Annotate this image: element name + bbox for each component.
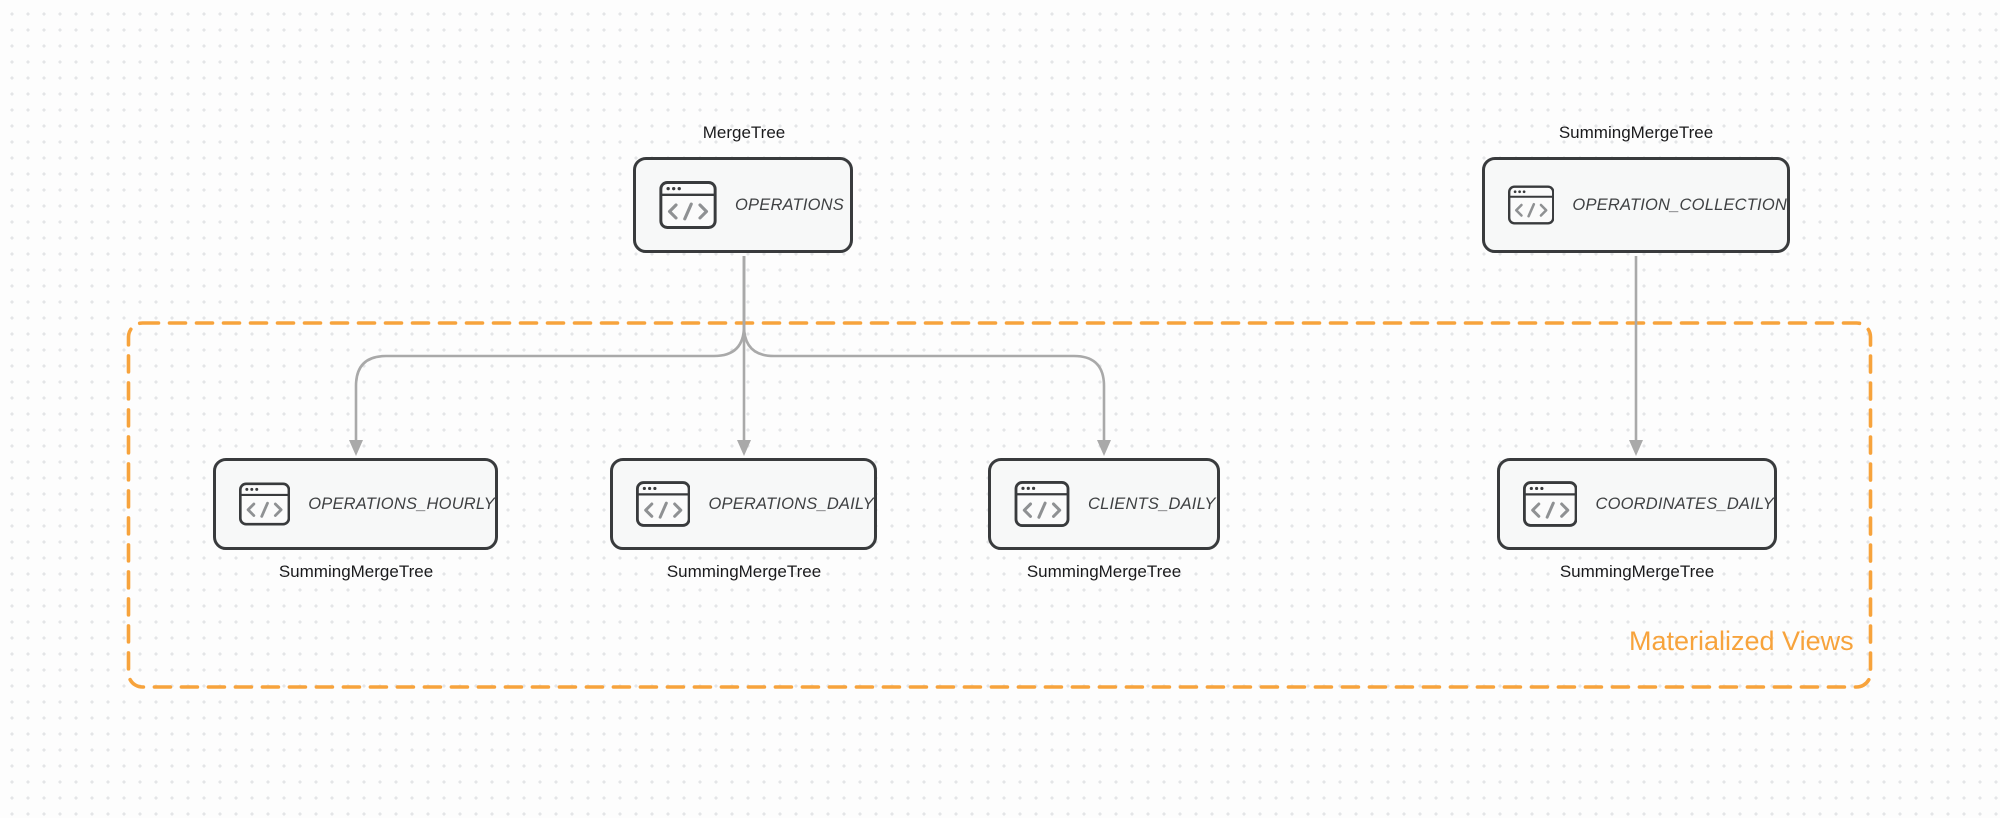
node-coordinates-daily[interactable]: COORDINATES_DAILY	[1497, 458, 1777, 550]
node-clients-daily[interactable]: CLIENTS_DAILY	[988, 458, 1220, 550]
engine-label-operation-collection: SummingMergeTree	[1558, 123, 1714, 142]
node-name: OPERATION_COLLECTION	[1572, 195, 1787, 214]
engine-label-operations-daily: SummingMergeTree	[666, 562, 822, 581]
materialized-views-group-label: Materialized Views	[1629, 626, 1854, 656]
engine-label-clients-daily: SummingMergeTree	[1026, 562, 1182, 581]
edge-operations-to-operations-hourly	[354, 256, 746, 440]
node-operation-collection[interactable]: OPERATION_COLLECTION	[1482, 157, 1790, 253]
materialized-views-group-border	[126, 321, 1873, 689]
code-window-icon	[239, 482, 291, 526]
node-name: COORDINATES_DAILY	[1595, 494, 1774, 513]
code-window-icon	[1523, 481, 1578, 527]
arrowhead-operations-daily	[737, 440, 751, 456]
arrowhead-clients-daily	[1097, 440, 1111, 456]
code-window-icon	[636, 481, 691, 527]
engine-label-operations-hourly: SummingMergeTree	[278, 562, 434, 581]
node-name: OPERATIONS	[735, 195, 844, 214]
arrowhead-coordinates-daily	[1629, 440, 1643, 456]
node-name: CLIENTS_DAILY	[1088, 494, 1216, 513]
code-window-icon	[659, 181, 717, 229]
node-operations[interactable]: OPERATIONS	[633, 157, 853, 253]
code-window-icon	[1014, 481, 1070, 527]
edge-operations-to-clients-daily	[742, 256, 1106, 440]
node-name: OPERATIONS_DAILY	[708, 494, 874, 513]
node-name: OPERATIONS_HOURLY	[308, 494, 495, 513]
engine-label-coordinates-daily: SummingMergeTree	[1559, 562, 1715, 581]
node-operations-daily[interactable]: OPERATIONS_DAILY	[610, 458, 877, 550]
engine-label-operations: MergeTree	[702, 123, 786, 142]
node-operations-hourly[interactable]: OPERATIONS_HOURLY	[213, 458, 498, 550]
arrowhead-operations-hourly	[349, 440, 363, 456]
code-window-icon	[1508, 185, 1555, 225]
